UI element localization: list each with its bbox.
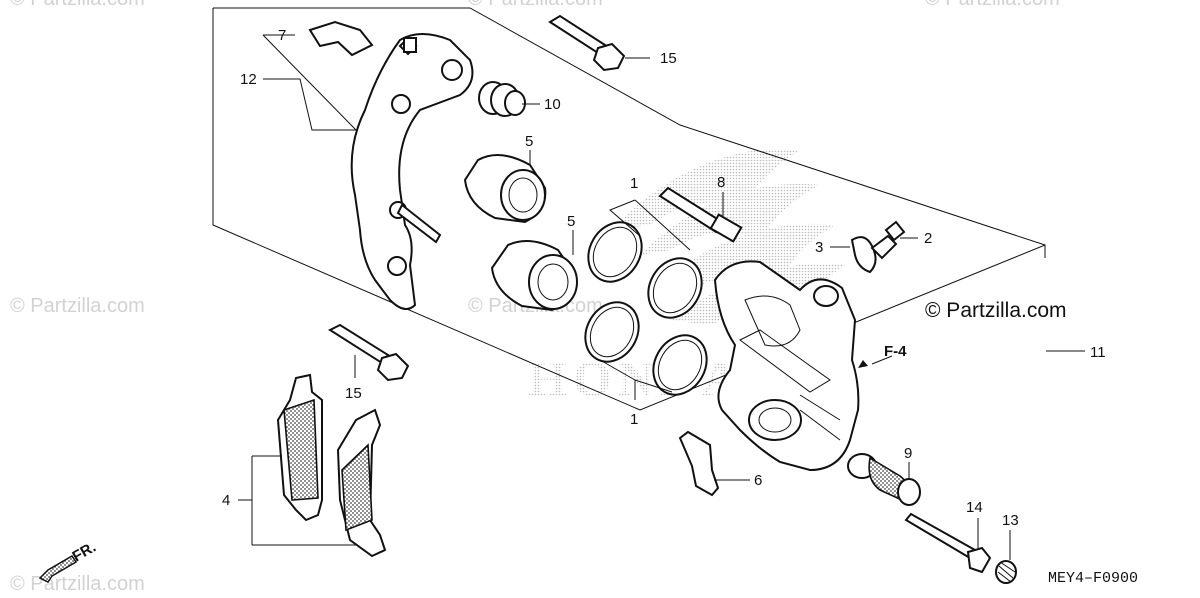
callout-14: 14	[966, 499, 983, 516]
pin-boot	[478, 81, 526, 117]
bleeder-cap	[850, 236, 877, 274]
reference-arrow-icon	[858, 360, 868, 368]
watermark-top-right: © Partzilla.com	[925, 0, 1060, 10]
watermark-primary: © Partzilla.com	[925, 299, 1067, 322]
caliper-body	[713, 260, 860, 472]
diagram-code: MEY4–F0900	[1048, 570, 1138, 587]
piston-lower	[490, 240, 578, 312]
bleeder-valve	[870, 220, 906, 260]
watermark-top-center: © Partzilla.com	[468, 0, 603, 10]
piston-seals	[584, 221, 708, 396]
pad-pin	[904, 512, 992, 574]
watermark-top-left: © Partzilla.com	[10, 0, 145, 10]
reference-label: F-4	[884, 343, 907, 360]
pad-spring-clip	[308, 20, 374, 57]
callout-4: 4	[222, 492, 230, 509]
callout-13: 13	[1002, 512, 1019, 529]
callout-2: 2	[924, 230, 932, 247]
callout-1-lower: 1	[630, 411, 638, 428]
callout-5-upper: 5	[525, 133, 533, 150]
bolt-lower	[327, 323, 410, 382]
slide-pin-upper	[658, 186, 743, 243]
callout-12: 12	[240, 71, 257, 88]
assembly-outline	[212, 8, 1046, 411]
callout-10: 10	[544, 96, 561, 113]
callout-9: 9	[904, 445, 912, 462]
watermark-mid-left: © Partzilla.com	[10, 295, 145, 317]
brake-pad-front	[276, 373, 323, 522]
bolt-upper	[548, 14, 626, 72]
callout-8: 8	[717, 174, 725, 191]
assembly-outline-top	[213, 7, 1046, 246]
callout-7: 7	[278, 27, 286, 44]
callout-3: 3	[815, 239, 823, 256]
front-arrow-icon	[38, 554, 78, 583]
pad-retainer	[678, 430, 720, 497]
piston-upper	[463, 154, 547, 224]
callout-15-lower: 15	[345, 385, 362, 402]
honda-logo-text: HONDA	[528, 350, 744, 406]
leader-lines	[238, 34, 1085, 560]
callout-5-lower: 5	[567, 213, 575, 230]
brake-pad-rear	[336, 408, 387, 558]
callout-15-upper: 15	[660, 50, 677, 67]
caliper-bracket	[350, 33, 474, 310]
callout-6: 6	[754, 472, 762, 489]
callout-11: 11	[1090, 344, 1106, 361]
pin-plug	[995, 560, 1017, 584]
watermark-bottom-left: © Partzilla.com	[10, 573, 145, 595]
pin-sleeve	[847, 453, 921, 506]
callout-1-upper: 1	[630, 175, 638, 192]
